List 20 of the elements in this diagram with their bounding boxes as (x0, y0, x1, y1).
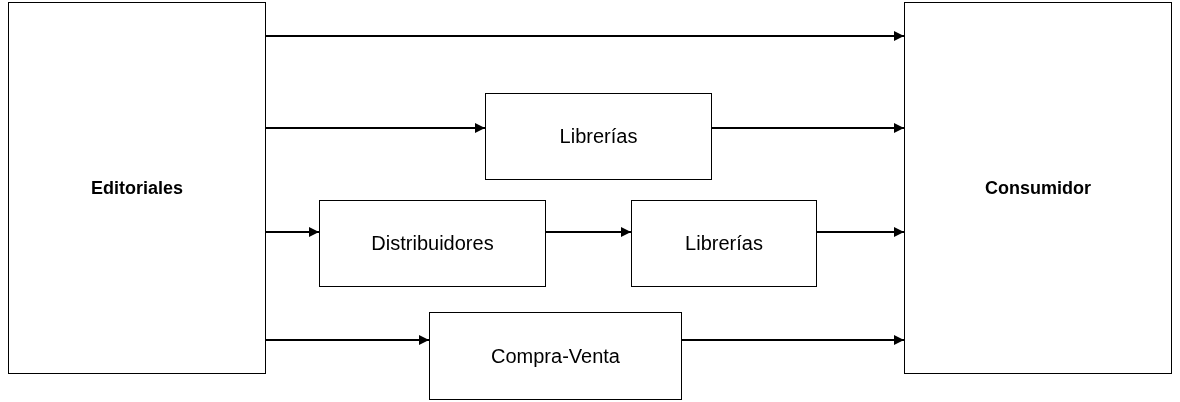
process-box (631, 200, 817, 287)
box-label: Distribuidores (371, 232, 494, 255)
arrow (711, 123, 905, 133)
arrow (265, 31, 905, 41)
arrow (265, 123, 486, 133)
process-box (904, 2, 1172, 374)
process-box (429, 312, 682, 400)
box-label: Librerías (685, 232, 763, 255)
arrow (816, 227, 905, 237)
box-label: Consumidor (985, 177, 1091, 199)
box-label: Compra-Venta (491, 344, 620, 368)
process-box (485, 93, 712, 180)
process-box (319, 200, 546, 287)
arrow (681, 335, 905, 345)
arrow (265, 335, 430, 345)
box-label: Editoriales (91, 177, 183, 199)
arrow (545, 227, 632, 237)
process-box (8, 2, 266, 374)
box-label: Librerías (559, 125, 638, 148)
arrow (265, 227, 320, 237)
